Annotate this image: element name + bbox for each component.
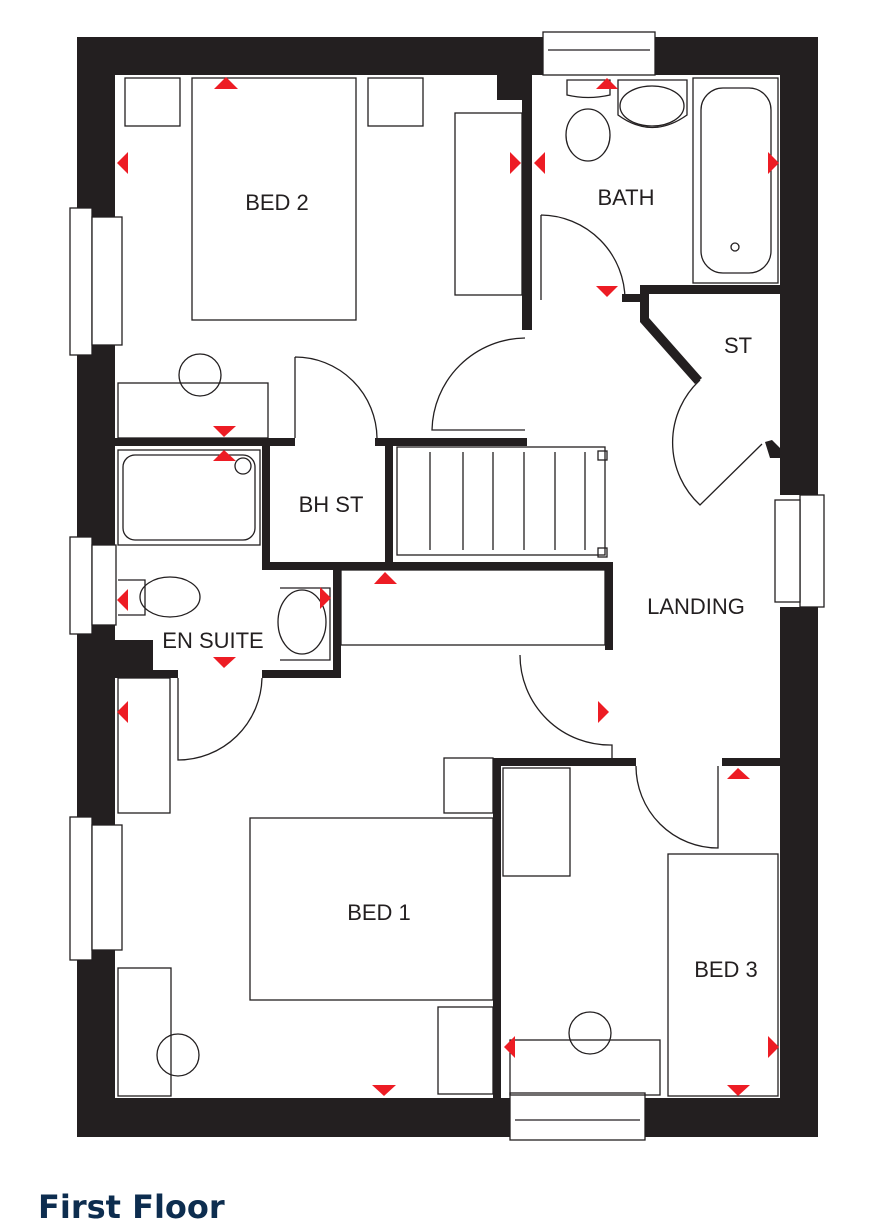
windows xyxy=(69,31,825,1141)
wall-right-1 xyxy=(780,37,818,495)
room-label-en-suite: EN SUITE xyxy=(162,628,263,653)
room-label-landing: LANDING xyxy=(647,594,745,619)
room-label-bath: BATH xyxy=(597,185,654,210)
socket-markers xyxy=(117,77,779,1096)
room-label-bh-st: BH ST xyxy=(299,492,364,517)
window-bed3 xyxy=(509,1092,646,1141)
bed-1-bed xyxy=(249,817,494,1001)
room-label-bed-3: BED 3 xyxy=(694,957,758,982)
room-label-bed-1: BED 1 xyxy=(347,900,411,925)
room-label-st: ST xyxy=(724,333,752,358)
window-en-suite xyxy=(69,536,93,635)
floor-title: First Floor xyxy=(38,1188,225,1226)
window-bath xyxy=(542,31,656,76)
wall-left-1 xyxy=(77,37,115,217)
room-label-bed-2: BED 2 xyxy=(245,190,309,215)
window-landing xyxy=(799,494,825,608)
furniture xyxy=(117,77,779,1097)
bed-3-bed xyxy=(667,853,779,1097)
window-bed2 xyxy=(69,207,93,356)
walls xyxy=(77,37,818,1137)
wall-right-2 xyxy=(780,607,818,1137)
bed-2-bed xyxy=(191,77,357,321)
wall-left-3 xyxy=(77,625,115,825)
wall-left-2 xyxy=(77,345,115,545)
wall-bottom-right xyxy=(645,1098,818,1137)
window-bed1 xyxy=(69,816,93,961)
wall-bottom-left xyxy=(77,1098,510,1137)
wall-top-left xyxy=(77,37,543,75)
